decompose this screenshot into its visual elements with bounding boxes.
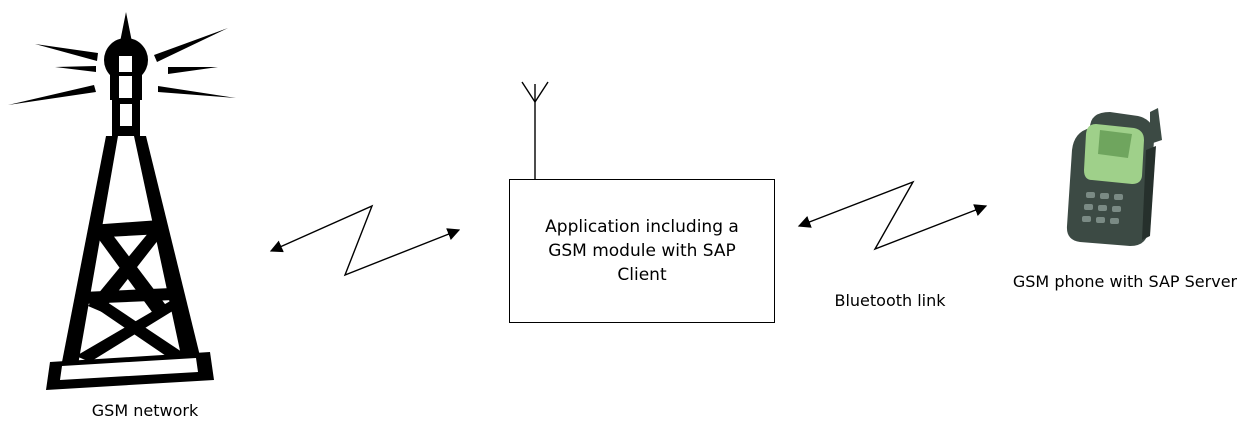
phone-label: GSM phone with SAP Server — [1012, 272, 1237, 291]
application-box-label: Application including a GSM module with … — [545, 217, 739, 285]
antenna-icon — [521, 81, 549, 179]
radio-tower-icon — [8, 12, 236, 390]
mobile-phone-icon — [1066, 108, 1162, 246]
bluetooth-link-label: Bluetooth link — [834, 291, 946, 310]
application-box: Application including a GSM module with … — [509, 179, 775, 323]
link-arrow-gsm — [269, 204, 461, 277]
bluetooth-link-arrow — [797, 180, 988, 251]
gsm-network-label: GSM network — [91, 401, 199, 420]
